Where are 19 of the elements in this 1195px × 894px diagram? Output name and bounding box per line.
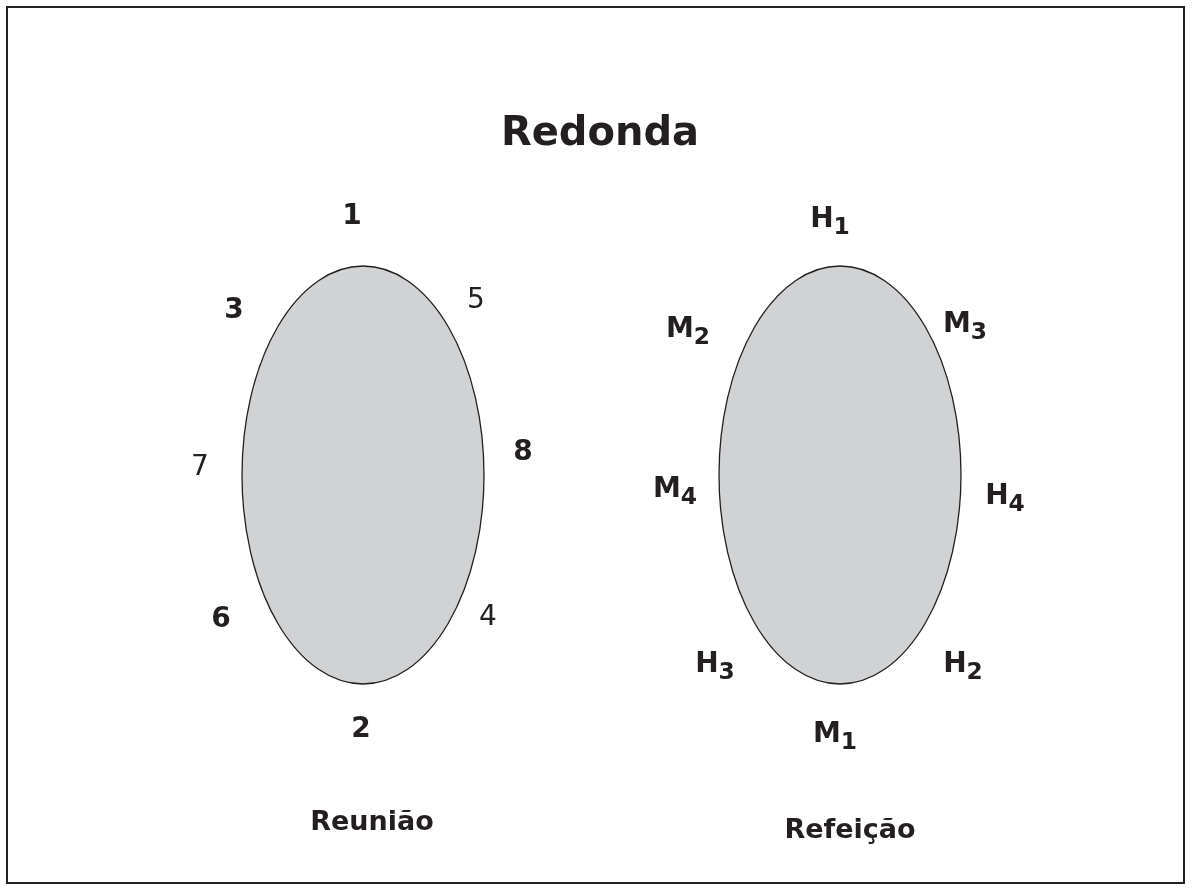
seat-label: H$_{3}$	[695, 649, 735, 683]
seat-label: H$_{2}$	[943, 649, 983, 683]
seat-label: M$_{4}$	[652, 474, 698, 508]
seat-label: 7	[191, 452, 209, 480]
seat-label: M$_{3}$	[942, 309, 988, 343]
table-caption: Reunião	[310, 806, 434, 834]
table-caption: Refeição	[784, 814, 916, 842]
seat-label: 8	[513, 437, 533, 465]
diagram-title: Redonda	[500, 111, 700, 151]
seat-label: 5	[467, 285, 485, 313]
seat-label: 2	[351, 714, 371, 742]
seat-label: 6	[211, 604, 231, 632]
seat-label: H$_{1}$	[810, 204, 850, 238]
seat-label: 1	[342, 201, 362, 229]
seat-label: 3	[224, 295, 244, 323]
seat-label: H$_{4}$	[985, 481, 1025, 515]
seat-label: M$_{2}$	[665, 314, 711, 348]
seat-label: 4	[479, 602, 497, 630]
seat-label: M$_{1}$	[812, 719, 858, 753]
